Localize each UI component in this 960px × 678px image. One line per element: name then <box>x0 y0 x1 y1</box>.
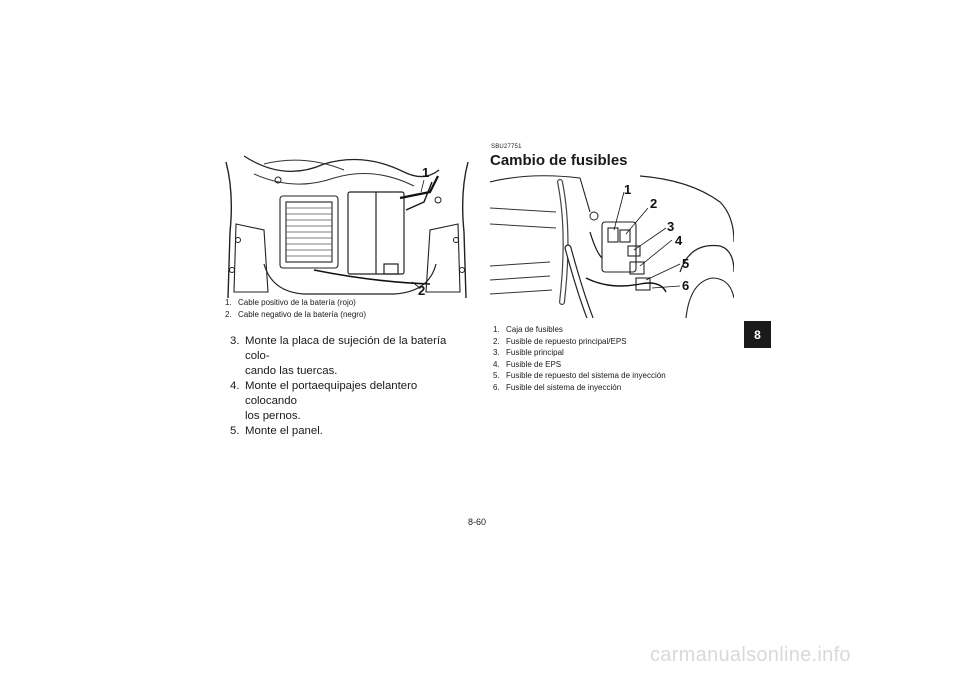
step-text: Monte la placa de sujeción de la batería… <box>245 334 470 379</box>
step-text: Monte el panel. <box>245 424 323 439</box>
caption-text: Fusible de EPS <box>506 359 562 369</box>
step-item: 3. Monte la placa de sujeción de la bate… <box>230 334 470 379</box>
step-item: 4. Monte el portaequipajes delantero col… <box>230 379 470 424</box>
step-number: 4. <box>230 380 240 392</box>
callout-2: 2 <box>418 283 425 298</box>
caption-text: Cable positivo de la batería (rojo) <box>238 298 356 307</box>
step-number: 3. <box>230 335 240 347</box>
callout-4: 4 <box>675 233 683 248</box>
callout-1: 1 <box>624 182 631 197</box>
step-line: cando las tuercas. <box>245 365 338 377</box>
section-code: SBU27751 <box>491 144 522 150</box>
section-title: Cambio de fusibles <box>490 152 628 169</box>
caption-number: 2. <box>493 336 500 346</box>
step-number: 5. <box>230 425 240 437</box>
caption-text: Fusible principal <box>506 348 564 358</box>
callout-1: 1 <box>422 165 429 180</box>
page-number: 8-60 <box>468 517 487 527</box>
caption-text: Fusible del sistema de inyección <box>506 382 622 392</box>
left-figure-captions: 1. Cable positivo de la batería (rojo) 2… <box>225 297 366 320</box>
caption-number: 5. <box>493 371 500 381</box>
caption-text: Fusible de repuesto principal/EPS <box>506 336 627 346</box>
callout-3: 3 <box>667 219 674 234</box>
step-line: Monte la placa de sujeción de la batería… <box>245 335 447 362</box>
instruction-steps: 3. Monte la placa de sujeción de la bate… <box>230 334 470 439</box>
caption-number: 1. <box>225 298 232 307</box>
caption-row: 2. Fusible de repuesto principal/EPS <box>493 336 666 348</box>
caption-number: 3. <box>493 348 500 358</box>
right-figure-captions: 1. Caja de fusibles 2. Fusible de repues… <box>493 324 666 394</box>
fuse-box-illustration: 1 2 3 4 5 6 <box>490 172 734 318</box>
caption-row: 5. Fusible de repuesto del sistema de in… <box>493 370 666 382</box>
watermark: carmanualsonline.info <box>650 644 851 666</box>
callout-6: 6 <box>682 278 689 293</box>
battery-illustration: 1 2 <box>224 152 470 298</box>
step-line: los pernos. <box>245 410 301 422</box>
callout-5: 5 <box>682 256 689 271</box>
caption-number: 4. <box>493 359 500 369</box>
caption-number: 6. <box>493 382 500 392</box>
caption-row: 2. Cable negativo de la batería (negro) <box>225 309 366 321</box>
caption-row: 6. Fusible del sistema de inyección <box>493 382 666 394</box>
caption-text: Cable negativo de la batería (negro) <box>238 309 367 319</box>
step-item: 5. Monte el panel. <box>230 424 470 439</box>
callout-2: 2 <box>650 196 657 211</box>
step-line: Monte el panel. <box>245 425 323 437</box>
caption-row: 1. Caja de fusibles <box>493 324 666 336</box>
step-text: Monte el portaequipajes delantero coloca… <box>245 379 470 424</box>
caption-number: 1. <box>493 325 500 334</box>
caption-row: 4. Fusible de EPS <box>493 359 666 371</box>
caption-text: Fusible de repuesto del sistema de inyec… <box>506 371 666 381</box>
caption-row: 1. Cable positivo de la batería (rojo) <box>225 297 366 309</box>
step-line: Monte el portaequipajes delantero coloca… <box>245 380 418 407</box>
caption-number: 2. <box>225 309 232 319</box>
caption-text: Caja de fusibles <box>506 325 563 334</box>
chapter-tab: 8 <box>744 321 771 348</box>
caption-row: 3. Fusible principal <box>493 347 666 359</box>
